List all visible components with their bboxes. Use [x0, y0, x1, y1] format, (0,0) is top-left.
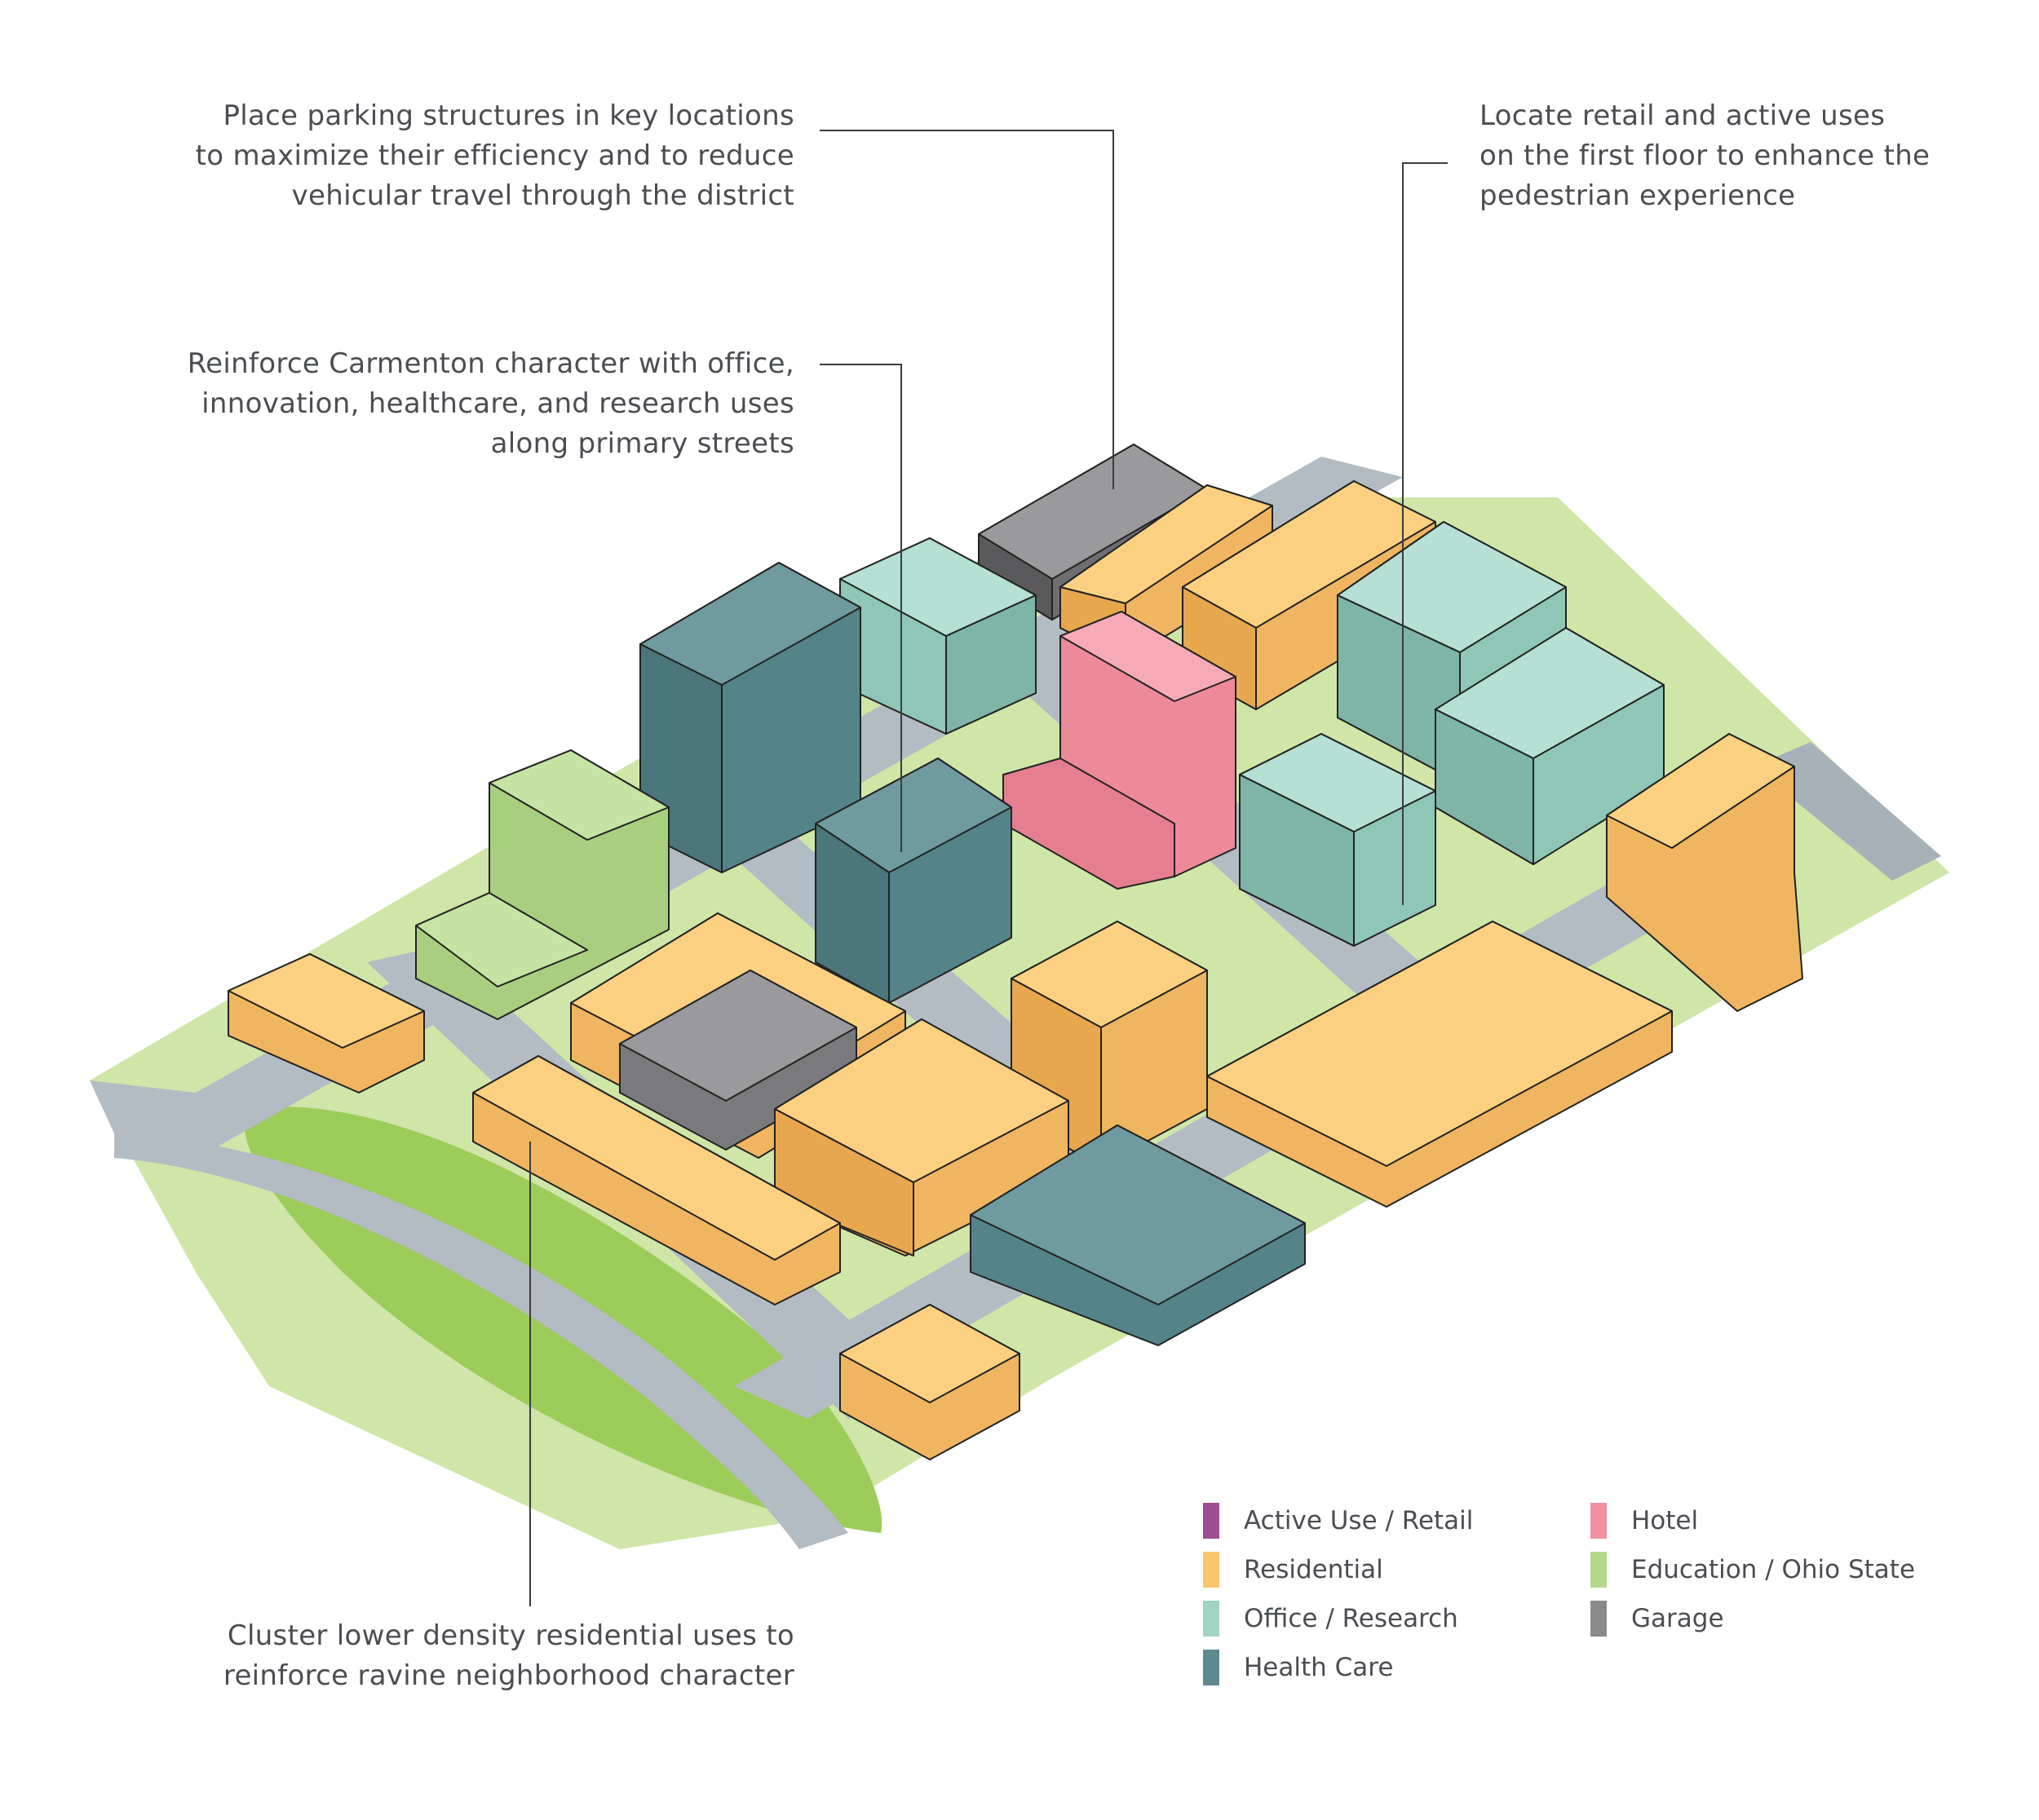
callout-character-line-2: innovation, healthcare, and research use… — [188, 384, 794, 424]
legend-swatch — [1203, 1601, 1219, 1637]
legend-swatch — [1590, 1503, 1607, 1539]
legend-label: Garage — [1631, 1604, 1724, 1633]
legend-swatch — [1203, 1650, 1219, 1685]
legend-item-hotel: Hotel — [1590, 1500, 1698, 1541]
legend-swatch — [1203, 1503, 1219, 1539]
callout-character-line-3: along primary streets — [188, 424, 794, 464]
legend-item-office-research: Office / Research — [1203, 1598, 1458, 1639]
legend-label: Health Care — [1244, 1653, 1393, 1682]
legend-item-active-use: Active Use / Retail — [1203, 1500, 1473, 1541]
callout-retail: Locate retail and active uses on the fir… — [1479, 96, 1930, 216]
legend-item-garage: Garage — [1590, 1598, 1724, 1639]
callout-cluster-line-1: Cluster lower density residential uses t… — [223, 1616, 794, 1656]
legend-swatch — [1590, 1552, 1607, 1588]
legend-item-health-care: Health Care — [1203, 1647, 1393, 1688]
callout-parking-line-2: to maximize their efficiency and to redu… — [196, 136, 794, 176]
callout-retail-line-1: Locate retail and active uses — [1479, 96, 1930, 136]
callout-retail-line-3: pedestrian experience — [1479, 176, 1930, 216]
callout-cluster: Cluster lower density residential uses t… — [223, 1616, 794, 1696]
legend-label: Hotel — [1631, 1506, 1698, 1535]
callout-retail-line-2: on the first floor to enhance the — [1479, 136, 1930, 176]
legend-label: Residential — [1244, 1555, 1383, 1584]
legend-swatch — [1590, 1601, 1607, 1637]
callout-parking-line-1: Place parking structures in key location… — [196, 96, 794, 136]
legend-item-education: Education / Ohio State — [1590, 1549, 1915, 1590]
legend-label: Active Use / Retail — [1244, 1506, 1473, 1535]
callout-parking-line-3: vehicular travel through the district — [196, 176, 794, 216]
land-use-legend: Active Use / Retail Residential Office /… — [1199, 1500, 1933, 1696]
callout-character-line-1: Reinforce Carmenton character with offic… — [188, 344, 794, 384]
legend-item-residential: Residential — [1203, 1549, 1383, 1590]
callout-parking: Place parking structures in key location… — [196, 96, 794, 216]
callout-cluster-line-2: reinforce ravine neighborhood character — [223, 1656, 794, 1696]
legend-label: Education / Ohio State — [1631, 1555, 1915, 1584]
leader-parking — [820, 130, 1113, 489]
legend-swatch — [1203, 1552, 1219, 1588]
legend-label: Office / Research — [1244, 1604, 1458, 1633]
callout-character: Reinforce Carmenton character with offic… — [188, 344, 794, 464]
